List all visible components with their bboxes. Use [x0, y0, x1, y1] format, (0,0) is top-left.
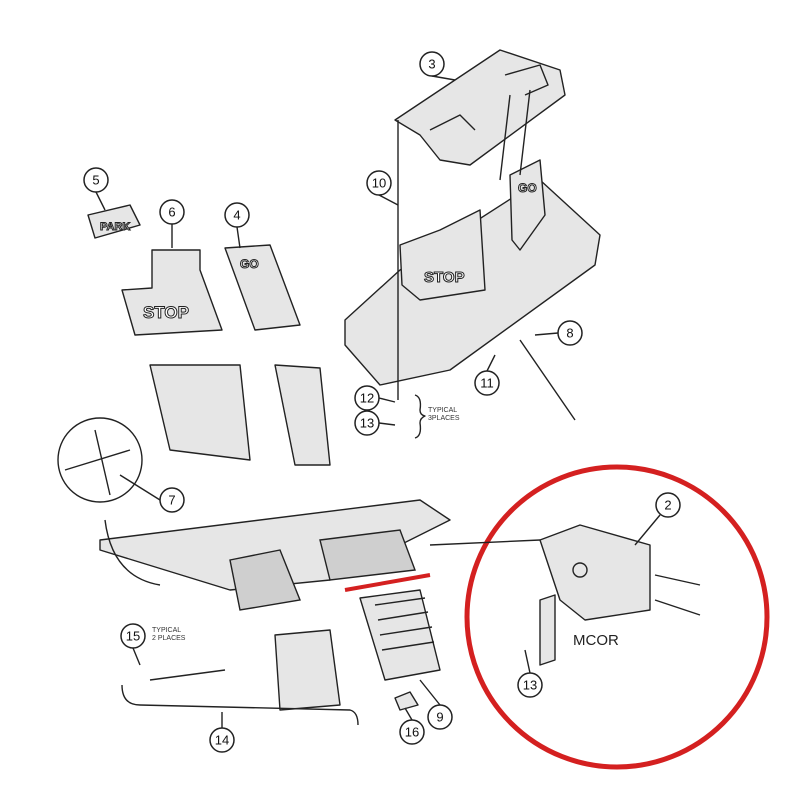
- svg-text:7: 7: [168, 493, 175, 508]
- go-pad: GO: [224, 244, 301, 331]
- spring-detail: [57, 417, 161, 586]
- pedal-cover: [394, 49, 566, 166]
- note-typical-2-line2: 2 PLACES: [152, 635, 186, 642]
- svg-text:11: 11: [480, 376, 494, 391]
- svg-text:9: 9: [436, 710, 443, 725]
- highlight-circle: [464, 464, 770, 770]
- go-pedal-label-upper: GO: [518, 181, 537, 195]
- callout-8: 8: [557, 320, 583, 346]
- callout-12: 12: [354, 385, 380, 411]
- callout-11: 11: [474, 370, 500, 396]
- stop-pedal-label-upper: STOP: [424, 269, 465, 286]
- stop-pad-label: STOP: [143, 303, 189, 322]
- callouts: 2 3 4 5 6 7 8 9 10 11 12 13 13 14 15 16: [83, 51, 681, 753]
- highlight-line: [344, 573, 431, 592]
- svg-text:3: 3: [428, 57, 435, 72]
- svg-text:5: 5: [92, 173, 99, 188]
- park-pad: PARK: [87, 204, 141, 239]
- note-typical-3-line1: TYPICAL: [428, 407, 457, 414]
- callout-15: 15: [120, 623, 146, 649]
- mcor-label: MCOR: [573, 632, 619, 649]
- park-label: PARK: [100, 221, 130, 233]
- callout-5: 5: [83, 167, 109, 193]
- svg-text:16: 16: [405, 725, 419, 740]
- svg-text:6: 6: [168, 205, 175, 220]
- stop-pad: STOP: [121, 249, 223, 336]
- callout-2: 2: [655, 492, 681, 518]
- callout-9: 9: [427, 704, 453, 730]
- svg-text:14: 14: [215, 733, 229, 748]
- note-typical-2-line1: TYPICAL: [152, 627, 181, 634]
- callout-7: 7: [159, 487, 185, 513]
- pedal-assembly-upper: STOP GO: [344, 89, 601, 421]
- svg-text:10: 10: [372, 176, 386, 191]
- callout-10: 10: [366, 170, 392, 196]
- svg-text:4: 4: [233, 208, 240, 223]
- svg-text:13: 13: [523, 678, 537, 693]
- svg-text:15: 15: [126, 629, 140, 644]
- svg-text:2: 2: [664, 498, 671, 513]
- svg-text:13: 13: [360, 416, 374, 431]
- callout-4: 4: [224, 202, 250, 228]
- go-pad-label: GO: [240, 257, 259, 271]
- callout-3: 3: [419, 51, 445, 77]
- callout-6: 6: [159, 199, 185, 225]
- callout-13-detail: 13: [517, 672, 543, 698]
- note-typical-3-line2: 3PLACES: [428, 415, 460, 422]
- svg-text:8: 8: [566, 326, 573, 341]
- mcor-detail: MCOR: [429, 524, 701, 666]
- svg-text:12: 12: [360, 391, 374, 406]
- callout-16: 16: [399, 719, 425, 745]
- pedal-assembly-lower: [99, 364, 451, 711]
- callout-14: 14: [209, 727, 235, 753]
- callout-13-upper: 13: [354, 410, 380, 436]
